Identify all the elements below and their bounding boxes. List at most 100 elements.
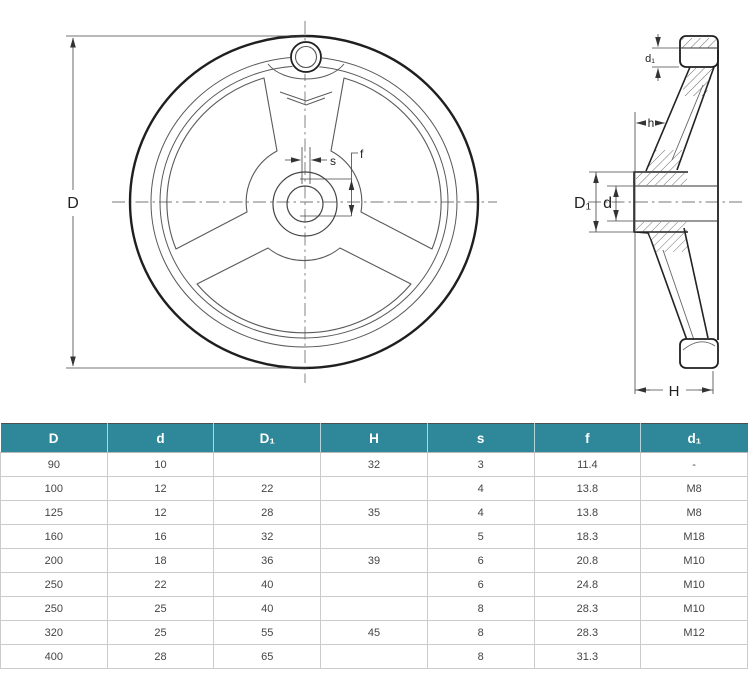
table-cell (213, 452, 322, 477)
table-cell: 18 (106, 548, 215, 573)
column-header: s (427, 423, 535, 453)
table-cell: 65 (213, 644, 322, 669)
table-cell: 200 (0, 548, 108, 573)
table-cell: M10 (640, 596, 748, 621)
knob-inner-circle (294, 45, 318, 69)
table-cell: 40 (213, 572, 322, 597)
table-cell: 6 (426, 548, 535, 573)
label-D: D (67, 195, 79, 212)
table-cell (640, 644, 748, 669)
table-cell: 25 (106, 620, 215, 645)
hub-lower-step (633, 231, 652, 241)
table-cell: 12 (106, 500, 215, 525)
table-cell: 11.4 (533, 452, 642, 477)
table-cell: 22 (106, 572, 215, 597)
table-cell: 8 (426, 620, 535, 645)
table-cell: 45 (320, 620, 428, 645)
table-cell: 4 (426, 476, 535, 501)
table-cell: M10 (640, 548, 748, 573)
table-cell: 40 (213, 596, 322, 621)
upper-arm-taper-line (671, 84, 704, 161)
table-cell: 400 (0, 644, 108, 669)
table-cell: 3 (426, 452, 535, 477)
table-cell: 8 (426, 596, 535, 621)
table-cell: 55 (213, 620, 322, 645)
column-header: H (320, 423, 428, 453)
table-cell: 28.3 (533, 596, 642, 621)
hub-outer-circle (272, 171, 338, 237)
hub-upper-arm-hatch (646, 150, 684, 171)
upper-arm-left-edge (645, 66, 691, 172)
hub-upper-hatch (636, 173, 687, 185)
upper-arm (645, 66, 715, 172)
table-cell: 39 (320, 548, 428, 573)
table-cell: 6 (426, 572, 535, 597)
label-d: d (603, 195, 612, 212)
table-cell: 100 (0, 476, 108, 501)
front-dimensions (66, 35, 358, 369)
table-cell: 13.8 (533, 476, 642, 501)
hub-section (633, 171, 718, 233)
table-cell: 250 (0, 596, 108, 621)
table-cell: 320 (0, 620, 108, 645)
side-dimensions (589, 34, 714, 394)
hub-lower-arm-hatch (648, 233, 689, 252)
front-view: D s f (66, 21, 497, 383)
hub-outline (633, 171, 688, 233)
label-H: H (669, 383, 680, 400)
table-cell: 28 (106, 644, 215, 669)
table-cell: 36 (213, 548, 322, 573)
front-centerlines (112, 21, 497, 383)
table-cell: M10 (640, 572, 748, 597)
knob-outer-circle (290, 41, 322, 73)
table-cell: 24.8 (533, 572, 642, 597)
table-cell: 35 (320, 500, 428, 525)
spoke-opening-bottom (196, 247, 412, 334)
table-cell: 28.3 (533, 620, 642, 645)
table-cell (320, 524, 428, 549)
table-cell (320, 644, 428, 669)
column-header: d (107, 423, 215, 453)
label-s: s (330, 154, 336, 168)
f-leader (351, 152, 358, 216)
hatch-areas (636, 38, 716, 252)
side-view: d₁ h D₁ d H (574, 34, 742, 400)
technical-drawing: D s f (66, 21, 742, 400)
table-cell: 32 (213, 524, 322, 549)
table-cell (320, 596, 428, 621)
table-cell: 20.8 (533, 548, 642, 573)
table-cell: 18.3 (533, 524, 642, 549)
spoke-openings (166, 77, 442, 334)
label-D1: D₁ (574, 195, 591, 212)
upper-arm-right-edge (676, 66, 715, 171)
table-cell: M8 (640, 500, 748, 525)
column-header: f (534, 423, 642, 453)
table-cell: 22 (213, 476, 322, 501)
hub-lower-hatch (636, 222, 687, 232)
lower-arm-right-edge (683, 227, 709, 339)
table-cell: 10 (106, 452, 215, 477)
rim-top-section (679, 35, 719, 68)
rim-bottom-blend-curve (682, 341, 716, 351)
spoke-chevron (279, 91, 333, 106)
rim-bottom-section (679, 338, 719, 369)
table-cell: M8 (640, 476, 748, 501)
column-header: D₁ (213, 423, 322, 453)
table-cell: M18 (640, 524, 748, 549)
spoke-opening-upper-left (166, 77, 278, 250)
table-cell: 16 (106, 524, 215, 549)
rim-top-hatch (682, 38, 716, 48)
table-cell: M12 (640, 620, 748, 645)
